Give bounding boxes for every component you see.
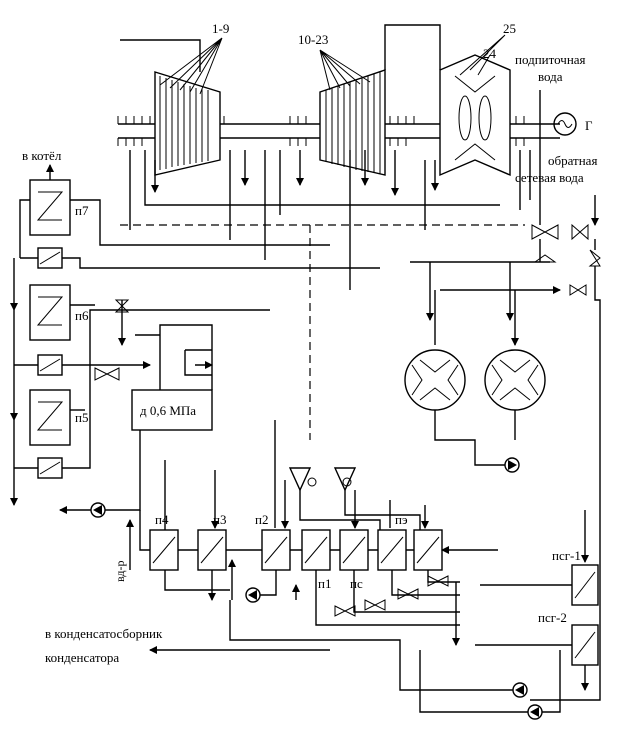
- label-generator: Г: [585, 118, 593, 133]
- lp-cylinder: [439, 54, 511, 177]
- turbine: [117, 24, 577, 177]
- label-to-boiler: в котёл: [22, 148, 62, 163]
- label-p1: п1: [318, 576, 331, 591]
- deaerator-tank: [131, 389, 213, 431]
- label-p3: п3: [213, 512, 226, 527]
- generator-symbol: [553, 112, 577, 136]
- drain-pump: [245, 587, 261, 603]
- deaerator-assembly: [59, 299, 213, 518]
- label-stage-24: 24: [483, 46, 497, 61]
- labels: 1-9 10-23 25 24 Г подпиточная вода обрат…: [22, 21, 597, 665]
- label-deaerator: д 0,6 МПа: [140, 403, 196, 418]
- label-psg-1: псг-1: [552, 548, 581, 563]
- heater-p5: [29, 389, 71, 446]
- label-p4: п4: [155, 512, 169, 527]
- label-p6: п6: [75, 308, 89, 323]
- label-makeup-water-1: подпиточная: [515, 52, 586, 67]
- label-p7: п7: [75, 203, 89, 218]
- condenser-1: [404, 349, 466, 411]
- label-hp-stages: 1-9: [212, 21, 229, 36]
- ip-cylinder: [319, 69, 386, 176]
- label-p2: п2: [255, 512, 268, 527]
- label-psg-2: псг-2: [538, 610, 567, 625]
- condensate-pump: [504, 457, 520, 473]
- label-pe: пэ: [395, 512, 408, 527]
- extraction-lines: [129, 150, 531, 290]
- hp-heaters: [14, 164, 380, 505]
- heater-p7: [29, 179, 71, 236]
- label-ps: пс: [350, 576, 363, 591]
- label-drain: вд-р: [113, 561, 127, 582]
- label-p5: п5: [75, 410, 88, 425]
- label-makeup-water-2: вода: [538, 69, 563, 84]
- condenser-2: [484, 349, 546, 411]
- ejector-1: [288, 467, 312, 492]
- hp-cylinder: [154, 71, 221, 176]
- label-condensate-2: конденсатора: [45, 650, 119, 665]
- label-return-water-2: сетевая вода: [515, 170, 584, 185]
- heater-p6: [29, 284, 71, 341]
- network-heaters: [229, 510, 599, 720]
- label-condensate-1: в конденсатосборник: [45, 626, 163, 641]
- label-return-water-1: обратная: [548, 153, 597, 168]
- condensers: [404, 90, 601, 701]
- label-stage-25: 25: [503, 21, 516, 36]
- label-ip-stages: 10-23: [298, 32, 328, 47]
- lp-heaters: [126, 420, 498, 646]
